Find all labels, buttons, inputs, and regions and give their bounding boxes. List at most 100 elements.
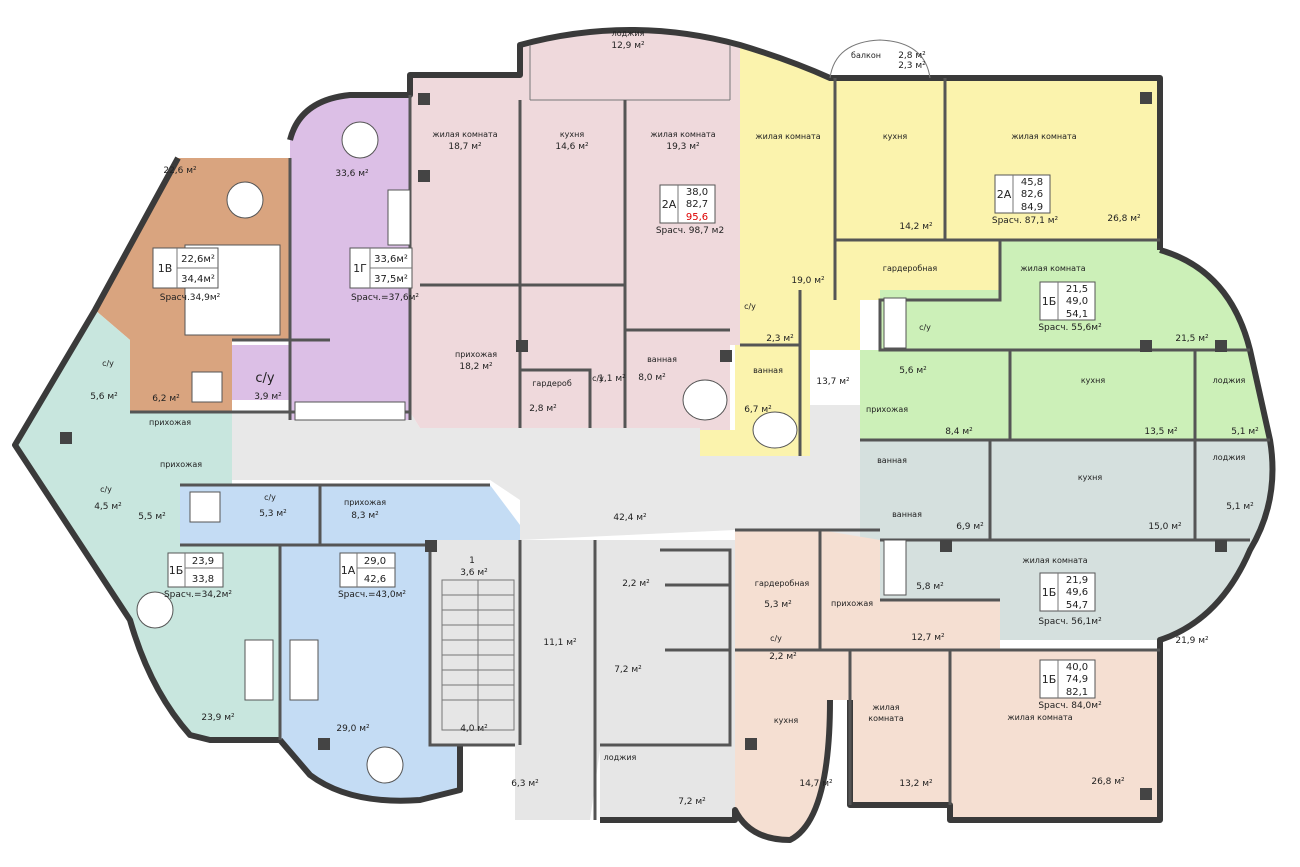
apt-value: 84,9: [1021, 202, 1043, 213]
room-label: жилая комната: [1020, 264, 1085, 273]
apt-value: 40,0: [1066, 662, 1088, 673]
apt-value: 34,4м²: [181, 274, 215, 285]
room-label: жилая комната: [1022, 556, 1087, 565]
room-area: 2,8 м²: [529, 404, 557, 414]
apt-calc-area: Sрасч.=34,2м²: [164, 590, 232, 600]
room-label: кухня: [774, 716, 799, 725]
room-area: 8,4 м²: [945, 427, 973, 437]
room-area: 42,4 м²: [613, 513, 647, 523]
apt-badge-1v: 1В 22,6м² 34,4м² Sрасч.34,9м²: [152, 247, 221, 303]
room-label: прихожая: [831, 599, 873, 608]
room-area: 19,3 м²: [666, 142, 700, 152]
room-label: ванная: [647, 355, 677, 364]
apt-value: 21,5: [1066, 284, 1088, 295]
outer-wall-bottom-left: [277, 738, 463, 804]
outer-wall-right: [847, 247, 1276, 823]
room-area: 21,9 м²: [1175, 636, 1209, 646]
room-area: 13,2 м²: [899, 779, 933, 789]
apt-1g-zone: [232, 95, 410, 420]
room-area: 8,0 м²: [638, 373, 666, 383]
room-area: 6,9 м²: [956, 522, 984, 532]
room-label: кухня: [1078, 473, 1103, 482]
apt-value: 33,8: [192, 574, 214, 585]
structural-columns: [60, 92, 1227, 800]
room-area: 5,1 м²: [1226, 502, 1254, 512]
room-label: прихожая: [344, 498, 386, 507]
room-label: жилая комната: [755, 132, 820, 141]
apt-value: 33,6м²: [374, 254, 408, 265]
apt-value: 82,1: [1066, 687, 1088, 698]
apt-value: 82,6: [1021, 189, 1043, 200]
apt-value: 49,0: [1066, 296, 1088, 307]
room-area: 26,8 м²: [1107, 214, 1141, 224]
apt-value: 49,6: [1066, 587, 1088, 598]
room-label: жилая комната: [1011, 132, 1076, 141]
apt-value: 82,7: [686, 199, 708, 210]
room-label: кухня: [1081, 376, 1106, 385]
room-area: 5,3 м²: [764, 600, 792, 610]
core-zone: [430, 540, 735, 820]
apt-value: 74,9: [1066, 674, 1088, 685]
apt-badge-2a-left: 2А 38,0 82,7 95,6 Sрасч. 98,7 м2: [656, 184, 724, 236]
apt-value: 54,7: [1066, 600, 1088, 611]
room-label: с/у: [919, 323, 931, 332]
room-label: лоджия: [1213, 376, 1246, 385]
room-label: с/у: [264, 493, 276, 502]
room-area: 4,0 м²: [460, 724, 488, 734]
furniture: [136, 121, 907, 784]
room-area: 23,9 м²: [201, 713, 235, 723]
room-label: жилая комната: [432, 130, 497, 139]
apt-value: 54,1: [1066, 309, 1088, 320]
apt-code: 2А: [662, 198, 677, 211]
room-label: кухня: [560, 130, 585, 139]
room-area: 33,6 м²: [335, 169, 369, 179]
apt-badge-1b-peach: 1Б 40,0 74,9 82,1 Sрасч. 84,0м²: [1038, 659, 1102, 711]
room-label: ванная: [892, 510, 922, 519]
room-label: с/у: [770, 634, 782, 643]
room-area: 7,2 м²: [678, 797, 706, 807]
apt-value: 45,8: [1021, 177, 1043, 188]
room-area: 5,5 м²: [138, 512, 166, 522]
stairs: [441, 579, 515, 731]
apt-1b-green-zone: [860, 240, 1270, 440]
outer-wall-bottom-right: [600, 699, 833, 843]
room-label: комната: [868, 714, 904, 723]
apt-value: 42,6: [364, 574, 386, 585]
room-area: 12,9 м²: [611, 41, 645, 51]
room-label: жилая комната: [1007, 713, 1072, 722]
room-label: с/у: [100, 485, 112, 494]
room-area: 15,0 м²: [1148, 522, 1182, 532]
apt-calc-area: Sрасч.=43,0м²: [338, 590, 406, 600]
room-area: 5,3 м²: [259, 509, 287, 519]
apt-calc-area: Sрасч. 98,7 м2: [656, 226, 724, 236]
room-label: ванная: [753, 366, 783, 375]
room-label: лоджия: [1213, 453, 1246, 462]
apt-1b-peach-zone: [735, 530, 1160, 840]
apt-badge-1a: 1А 29,0 42,6 Sрасч.=43,0м²: [338, 552, 406, 600]
room-area: 4,5 м²: [94, 502, 122, 512]
room-area: 26,8 м²: [1091, 777, 1125, 787]
apt-value: 95,6: [686, 212, 708, 223]
apt-value: 38,0: [686, 187, 708, 198]
room-label: с/у: [744, 302, 756, 311]
apt-value: 29,0: [364, 556, 386, 567]
room-area: 6,2 м²: [152, 394, 180, 404]
room-area: 5,1 м²: [1231, 427, 1259, 437]
room-area: 8,3 м²: [351, 511, 379, 521]
room-label: лоджия: [612, 29, 645, 38]
room-area: 13,5 м²: [1144, 427, 1178, 437]
room-area: 11,1 м²: [543, 638, 577, 648]
apt-code: 1В: [158, 262, 173, 275]
apt-code: 1Б: [1042, 673, 1057, 686]
room-label: прихожая: [160, 460, 202, 469]
room-area: 18,7 м²: [448, 142, 482, 152]
apt-1a-zone: [180, 485, 520, 801]
loggia-arc: [529, 45, 731, 101]
room-area: 5,8 м²: [916, 582, 944, 592]
room-area: 6,7 м²: [744, 405, 772, 415]
apt-badge-1b-grey: 1Б 21,9 49,6 54,7 Sрасч. 56,1м²: [1038, 572, 1102, 627]
apt-code: 1А: [341, 564, 356, 577]
room-label: с/у: [102, 359, 114, 368]
room-label: с/у: [255, 371, 275, 386]
